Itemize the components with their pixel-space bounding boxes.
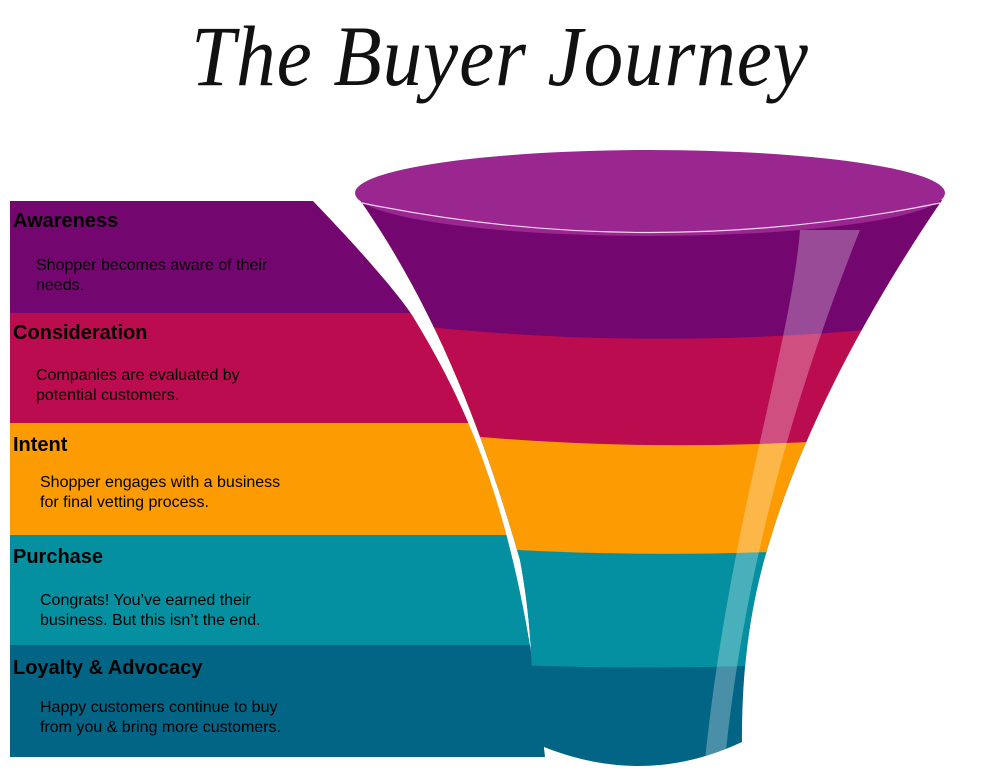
funnel-body: [360, 200, 942, 766]
page-title: The Buyer Journey: [191, 8, 809, 104]
stage-name: Loyalty & Advocacy: [13, 657, 203, 679]
stage-description: Shopper becomes aware of their needs.: [36, 257, 268, 294]
stage-description: Congrats! You’ve earned their business. …: [40, 592, 261, 629]
stage-name: Awareness: [13, 210, 119, 232]
stage-name: Consideration: [13, 322, 148, 344]
stage-description: Happy customers continue to buy from you…: [40, 699, 281, 736]
stage-name: Purchase: [13, 546, 104, 568]
stage-description: Companies are evaluated by potential cus…: [36, 367, 240, 404]
funnel-rim: [355, 150, 945, 236]
stage-description: Shopper engages with a business for fina…: [40, 474, 281, 511]
stage-name: Intent: [13, 434, 68, 456]
